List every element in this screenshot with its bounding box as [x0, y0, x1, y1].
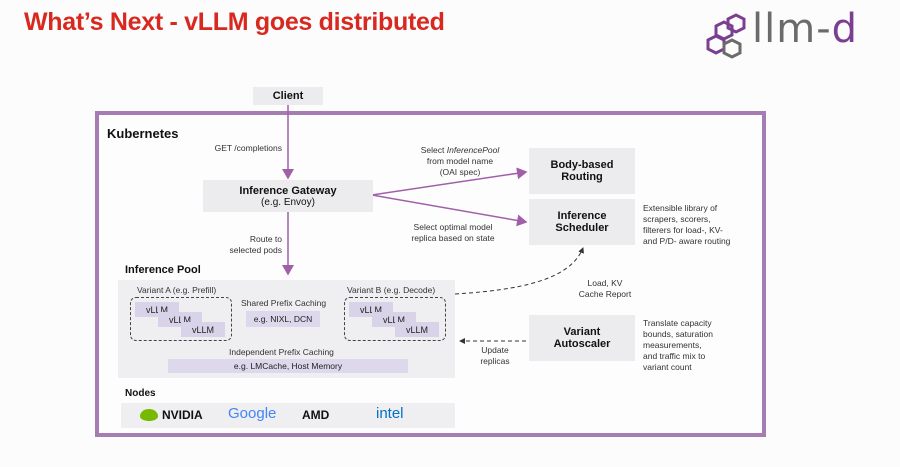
- variant-a-label: Variant A (e.g. Prefill): [137, 285, 217, 295]
- slide-title: What’s Next - vLLM goes distributed: [24, 8, 445, 36]
- inference-gateway-box: Inference Gateway (e.g. Envoy): [203, 180, 373, 212]
- select-pool-label: Select InferencePool from model name (OA…: [420, 145, 500, 177]
- kubernetes-label: Kubernetes: [107, 126, 179, 141]
- shared-caching-example: e.g. NIXL, DCN: [246, 311, 320, 327]
- llm-d-logo-icon: [706, 12, 754, 64]
- get-completions-label: GET /completions: [214, 143, 282, 153]
- kubernetes-frame: [95, 111, 766, 437]
- vendor-nvidia: NVIDIA: [162, 408, 203, 422]
- independent-caching-example: e.g. LMCache, Host Memory: [168, 359, 408, 373]
- vendor-amd: AMD: [302, 408, 330, 422]
- client-box: Client: [253, 87, 323, 105]
- nodes-title: Nodes: [125, 388, 156, 399]
- variant-b-group: [344, 297, 446, 341]
- gateway-to-scheduler-arrow: [371, 194, 528, 227]
- independent-caching-label: Independent Prefix Caching: [229, 347, 334, 357]
- variant-b-label: Variant B (e.g. Decode): [347, 285, 436, 295]
- inference-pool-title: Inference Pool: [125, 264, 201, 276]
- vllm-instance: vLLM: [395, 322, 439, 337]
- vendor-intel: intel: [376, 405, 404, 422]
- nvidia-eye-icon: [140, 409, 158, 421]
- vllm-instance: vLLM: [181, 322, 225, 337]
- vendor-google: Google: [228, 405, 277, 422]
- llm-d-logo-text: llm-d: [752, 6, 859, 52]
- variant-a-group: [130, 297, 232, 341]
- nodes-container: [121, 403, 455, 428]
- shared-caching-label: Shared Prefix Caching: [241, 298, 327, 308]
- gateway-to-body-routing-arrow: [371, 167, 528, 196]
- load-report-arrow: [454, 247, 584, 295]
